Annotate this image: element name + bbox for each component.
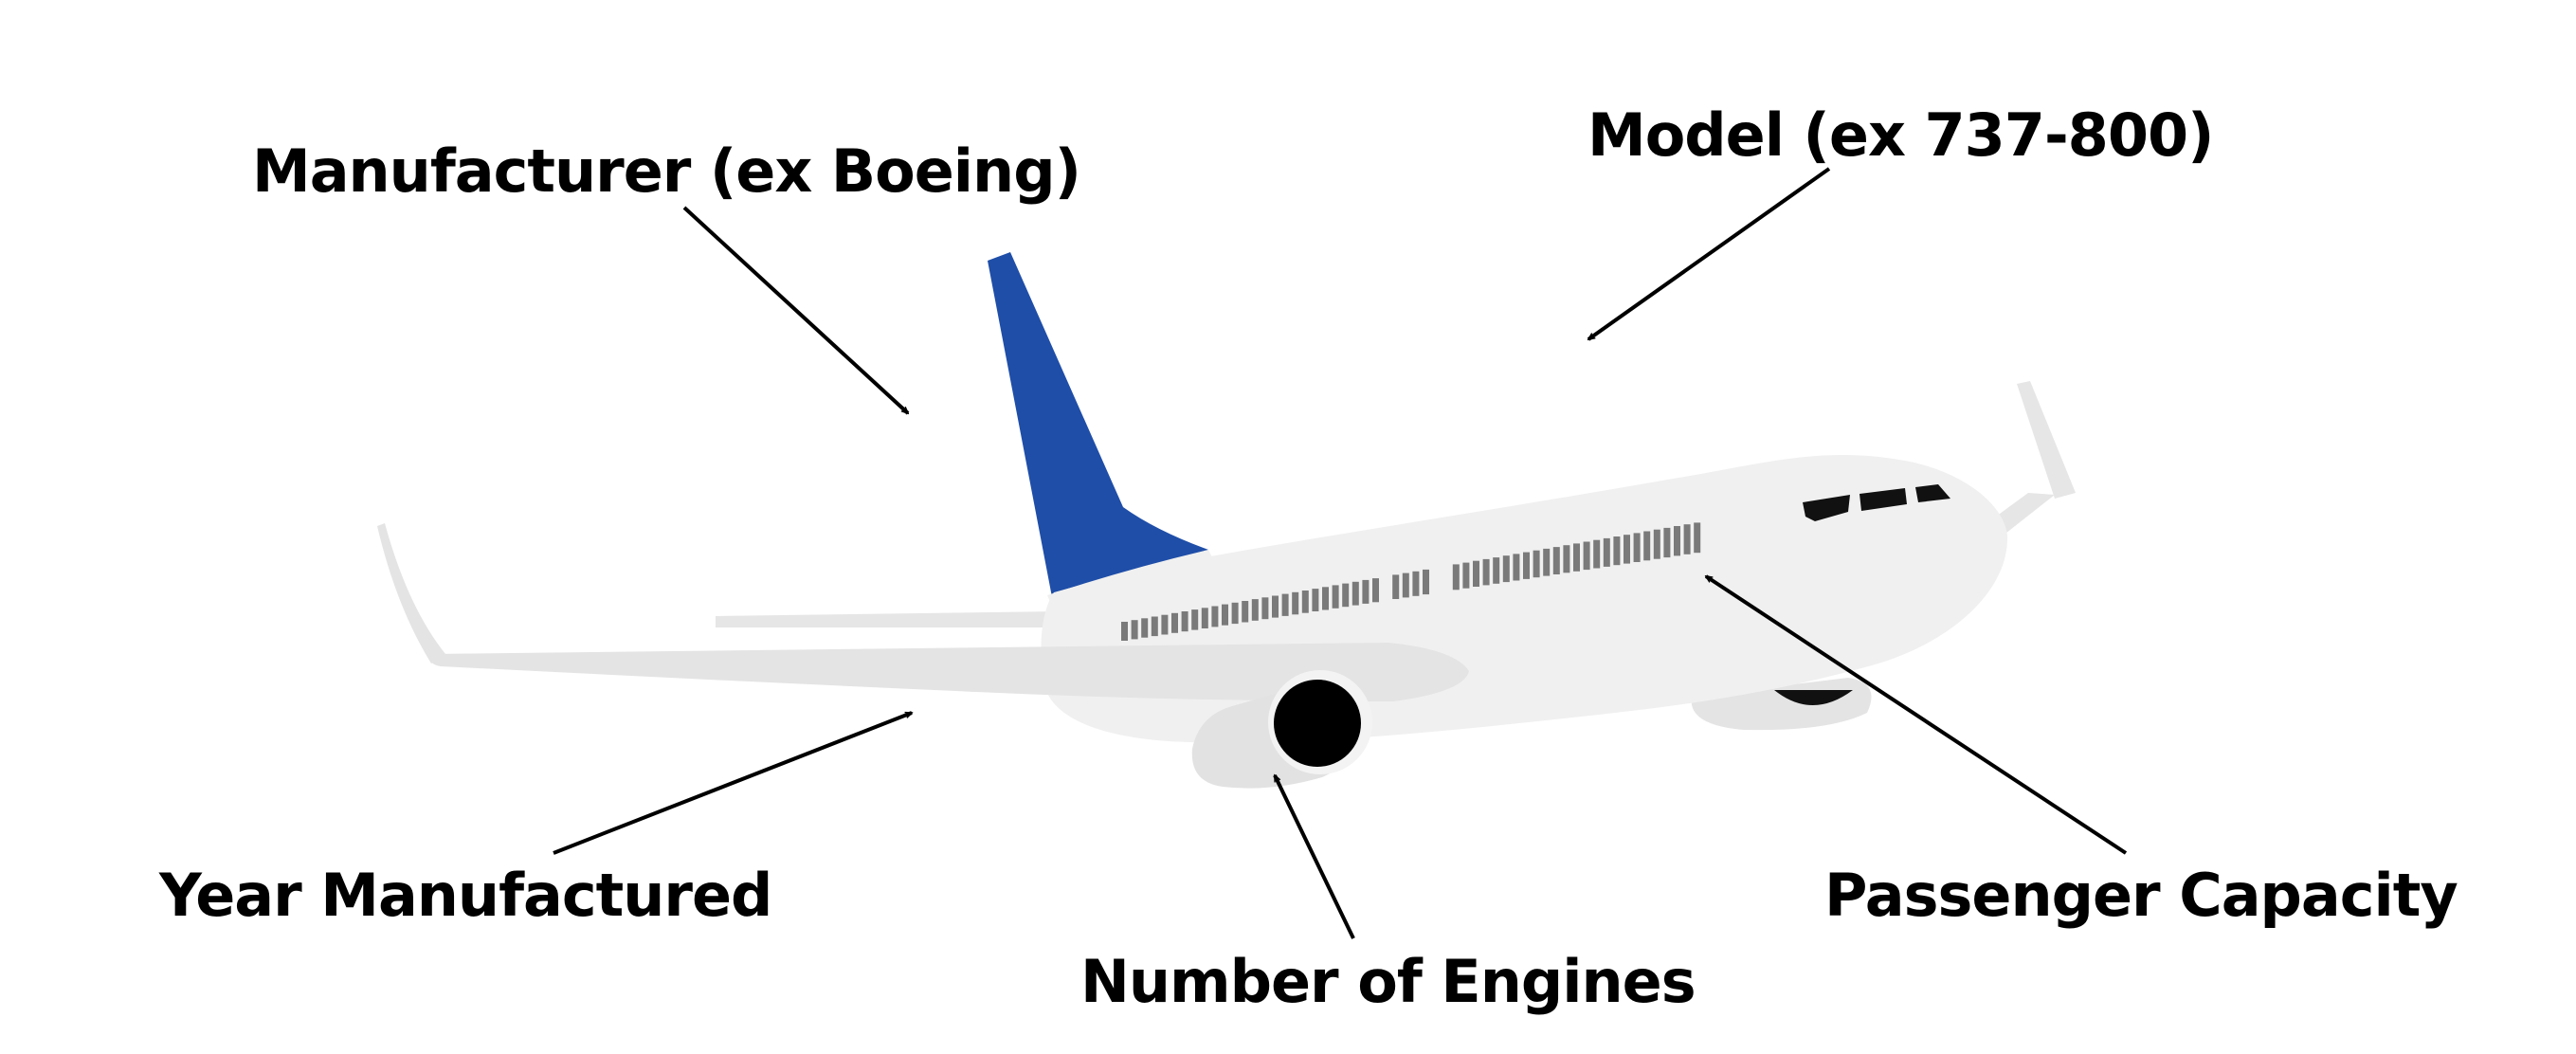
passenger-window [1683, 524, 1691, 554]
passenger-windows [1121, 522, 1701, 641]
passenger-window [1513, 554, 1520, 581]
tail-fin-root [1047, 550, 1213, 607]
passenger-window [1332, 585, 1339, 609]
arrow-icon-engines [1273, 775, 1355, 939]
passenger-window [1583, 541, 1590, 571]
passenger-window [1473, 560, 1479, 587]
passenger-capacity-label: Passenger Capacity [1824, 861, 2458, 930]
passenger-window [1603, 537, 1610, 567]
passenger-window [1272, 595, 1279, 618]
passenger-window [1312, 589, 1319, 611]
year-manufactured-label: Year Manufactured [159, 861, 772, 930]
passenger-window [1171, 612, 1178, 633]
passenger-window [1181, 611, 1188, 632]
passenger-window [1222, 604, 1228, 626]
far-horizontal-stabilizer [716, 611, 1060, 627]
passenger-window [1301, 591, 1309, 613]
passenger-window [1141, 618, 1149, 638]
arrow-icon-capacity [1706, 574, 2128, 855]
passenger-window [1552, 547, 1560, 574]
manufacturer-label: Manufacturer (ex Boeing) [252, 136, 1081, 206]
passenger-window [1362, 579, 1370, 604]
passenger-window [1231, 602, 1239, 625]
passenger-window [1663, 527, 1671, 558]
passenger-window [1251, 599, 1259, 621]
near-wing [429, 643, 1469, 701]
far-engine-intake [1774, 690, 1853, 705]
passenger-window [1653, 529, 1660, 559]
passenger-window [1633, 533, 1641, 562]
passenger-window [1242, 601, 1249, 623]
cockpit-window-1 [1803, 495, 1850, 521]
passenger-window [1342, 583, 1350, 608]
passenger-window [1674, 526, 1680, 556]
passenger-window [1131, 620, 1138, 640]
passenger-window [1121, 622, 1128, 641]
passenger-window [1412, 571, 1420, 596]
passenger-window [1493, 557, 1500, 584]
passenger-window [1533, 550, 1540, 578]
arrow-icon-manufacturer [682, 206, 908, 415]
passenger-window [1593, 539, 1601, 569]
arrow-icon-year [553, 711, 912, 855]
passenger-window [1624, 535, 1630, 564]
number-of-engines-label: Number of Engines [1080, 947, 1696, 1016]
passenger-window [1543, 548, 1551, 576]
passenger-window [1292, 591, 1299, 615]
passenger-window [1322, 587, 1329, 610]
passenger-window [1452, 564, 1460, 591]
passenger-window [1161, 614, 1169, 635]
passenger-window [1402, 572, 1409, 598]
passenger-window [1191, 609, 1199, 630]
cockpit-window-3 [1915, 484, 1950, 502]
passenger-window [1281, 593, 1289, 616]
passenger-window [1201, 608, 1208, 628]
near-winglet [377, 523, 445, 663]
passenger-window [1613, 536, 1621, 566]
cockpit-window-2 [1859, 488, 1907, 511]
passenger-window [1372, 578, 1379, 603]
passenger-window [1151, 616, 1158, 637]
passenger-window [1423, 569, 1429, 595]
passenger-window [1462, 562, 1470, 589]
passenger-window [1211, 606, 1219, 627]
passenger-window [1563, 545, 1570, 573]
passenger-window [1573, 543, 1580, 572]
model-label: Model (ex 737-800) [1587, 100, 2214, 170]
passenger-window [1694, 522, 1701, 554]
far-winglet [2017, 381, 2076, 499]
tail-fin [988, 252, 1208, 597]
passenger-window [1392, 574, 1400, 599]
passenger-window [1502, 555, 1510, 583]
arrow-icon-model [1588, 167, 1831, 341]
passenger-window [1643, 531, 1651, 561]
passenger-window [1523, 552, 1530, 579]
passenger-window [1261, 597, 1269, 620]
engine-intake [1274, 680, 1361, 767]
passenger-window [1351, 581, 1359, 606]
passenger-window [1482, 558, 1490, 586]
